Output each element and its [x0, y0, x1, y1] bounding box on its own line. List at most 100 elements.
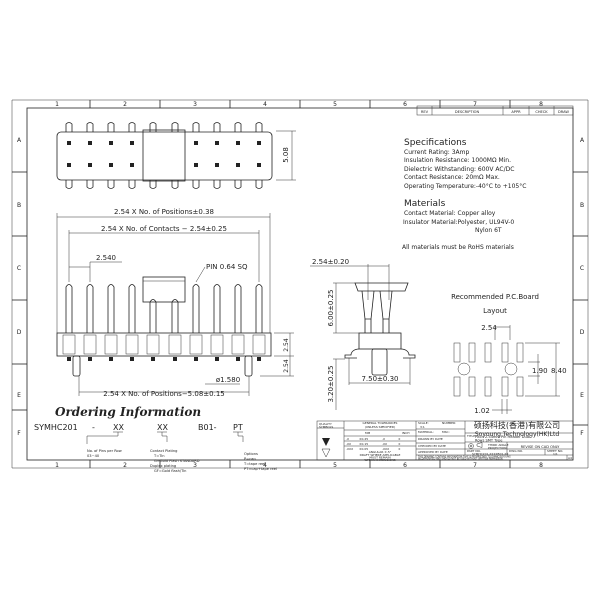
pin [192, 284, 200, 333]
contact-square [88, 357, 92, 361]
pcb-pad [501, 376, 509, 397]
options-label: Options [244, 452, 258, 456]
pcb-layout: Recommended P.C.Board Layout 2.54 1.90 8… [451, 293, 567, 415]
drawing-title: Pitch 2.54mm Pin Header Dual [475, 435, 530, 439]
pin-housing-cell [189, 334, 203, 355]
col-label: 5 [333, 462, 337, 469]
materials-heading: Materials [404, 199, 446, 209]
pin-housing-cell [168, 334, 182, 355]
scale-label: SCALE: [418, 421, 429, 425]
revision-table: REV DESCRIPTION APPR CHECK DRAW [416, 105, 574, 116]
contact-square [194, 163, 198, 167]
pin [149, 299, 157, 333]
pin [65, 284, 73, 333]
description-header: DESCRIPTION [455, 110, 480, 114]
pin [86, 284, 94, 333]
tolerance-heading: GENERAL TOLERANCES [363, 421, 398, 425]
tol-col: MM [365, 431, 371, 435]
dim-overall: 2.54 X No. of Positions±0.38 [114, 208, 214, 216]
pin-lead [86, 122, 94, 132]
sheet-size: A4 [568, 456, 572, 460]
row-label: A [17, 137, 22, 144]
col-label: 4 [263, 462, 267, 469]
part-options: PT [233, 423, 243, 432]
pcb-pad [501, 342, 509, 363]
title-block: QUALITY SYMBOLS GENERAL TOLERANCES (UNLE… [316, 420, 574, 462]
dim-body-height: 2.54 [283, 338, 290, 352]
pin [255, 284, 263, 333]
pin-lead [234, 122, 242, 132]
pin-lead [65, 180, 73, 189]
proprietary-notice: THIS DRAWING CONTAINS INFORMATION THAT I… [418, 456, 511, 459]
pin-housing-cell [210, 334, 224, 355]
part-no-label: PART NO. [467, 449, 481, 453]
contact-square [257, 357, 261, 361]
contact-square [151, 357, 155, 361]
tol-cell: ±0.25 [359, 437, 368, 441]
pin-housing-cell [231, 334, 245, 355]
pcb-pad [453, 376, 461, 397]
pin-lead [171, 122, 179, 132]
material-label: MATERIAL: [418, 430, 434, 434]
contact-square [109, 163, 113, 167]
misc-label: MSC: [442, 430, 450, 434]
col-label: 8 [539, 101, 543, 108]
row-label: E [17, 392, 21, 399]
dim-contacts: 2.54 X No. of Contacts − 2.54±0.25 [101, 225, 227, 233]
row-label: E [580, 392, 584, 399]
contact-square [257, 141, 261, 145]
pins-label: No. of Pins per Row [87, 449, 122, 453]
part-pins: XX [113, 423, 124, 432]
col-label: 8 [539, 462, 543, 469]
title-label: TITLE: [466, 434, 476, 438]
row-label: C [17, 265, 21, 272]
specifications: Specifications Current Rating: 3Amp Insu… [402, 138, 526, 251]
tolerance-heading: (UNLESS SPECIFIED) [365, 425, 396, 429]
contact-square [88, 141, 92, 145]
plating-option: T=Tin [153, 454, 165, 458]
pin-housing-cell [125, 334, 139, 355]
pin [213, 284, 221, 333]
contact-square [215, 357, 219, 361]
option: T=tape reel [243, 462, 265, 466]
spec-line: Operating Temperature:-40°C to +105°C [404, 183, 526, 190]
spec-line: Contact Resistance: 20mΩ Max. [404, 174, 500, 181]
dim-diameter: ø1.580 [216, 376, 240, 384]
contact-square [67, 163, 71, 167]
dim-side-upper: 6.00±0.25 [327, 289, 335, 326]
pin-lead [255, 180, 263, 189]
tol-cell: .X [346, 437, 349, 441]
dim-side-pitch: 2.54±0.20 [312, 258, 349, 266]
dim-bottom: 2.54 X No. of Positions−5.08±0.15 [103, 390, 224, 398]
tol-cell: .XX [346, 442, 351, 446]
pin-lead [234, 180, 242, 189]
pin [171, 299, 179, 333]
tol-cell: ± [398, 442, 401, 446]
col-label: 5 [333, 101, 337, 108]
draw-header: DRAW [558, 110, 569, 114]
contact-square [130, 141, 134, 145]
pin-lead [213, 122, 221, 132]
quality-label: QUALITY [319, 422, 332, 426]
pcb-title: Recommended P.C.Board [451, 293, 539, 301]
tol-cell: .XXX [382, 447, 389, 451]
pin-lead [149, 122, 157, 132]
contact-square [257, 163, 261, 167]
part-series: B01- [198, 423, 217, 432]
top-view: 5.08 [56, 122, 296, 189]
dim-side-width: 7.50±0.30 [361, 375, 398, 383]
draft-note: WITHIN DIMENSIONS [364, 458, 395, 462]
row-label: D [580, 329, 585, 336]
material-line: Insulator Material:Polyester, UL94V-0 [403, 219, 514, 226]
company-name-cn: 硕扬科技(香港)有限公司 [474, 420, 560, 430]
contact-square [236, 163, 240, 167]
row-label: F [17, 430, 21, 437]
pin-lead [128, 122, 136, 132]
side-view: 2.54±0.20 6.00±0.25 3.20±0.25 7.50±0.30 [310, 258, 416, 410]
quality-triangle-icon [322, 438, 330, 446]
tol-cell: .X [382, 437, 385, 441]
check-header: CHECK [535, 110, 548, 114]
row-label: A [580, 137, 585, 144]
contact-square [130, 357, 134, 361]
tol-cell: .XX [382, 442, 387, 446]
